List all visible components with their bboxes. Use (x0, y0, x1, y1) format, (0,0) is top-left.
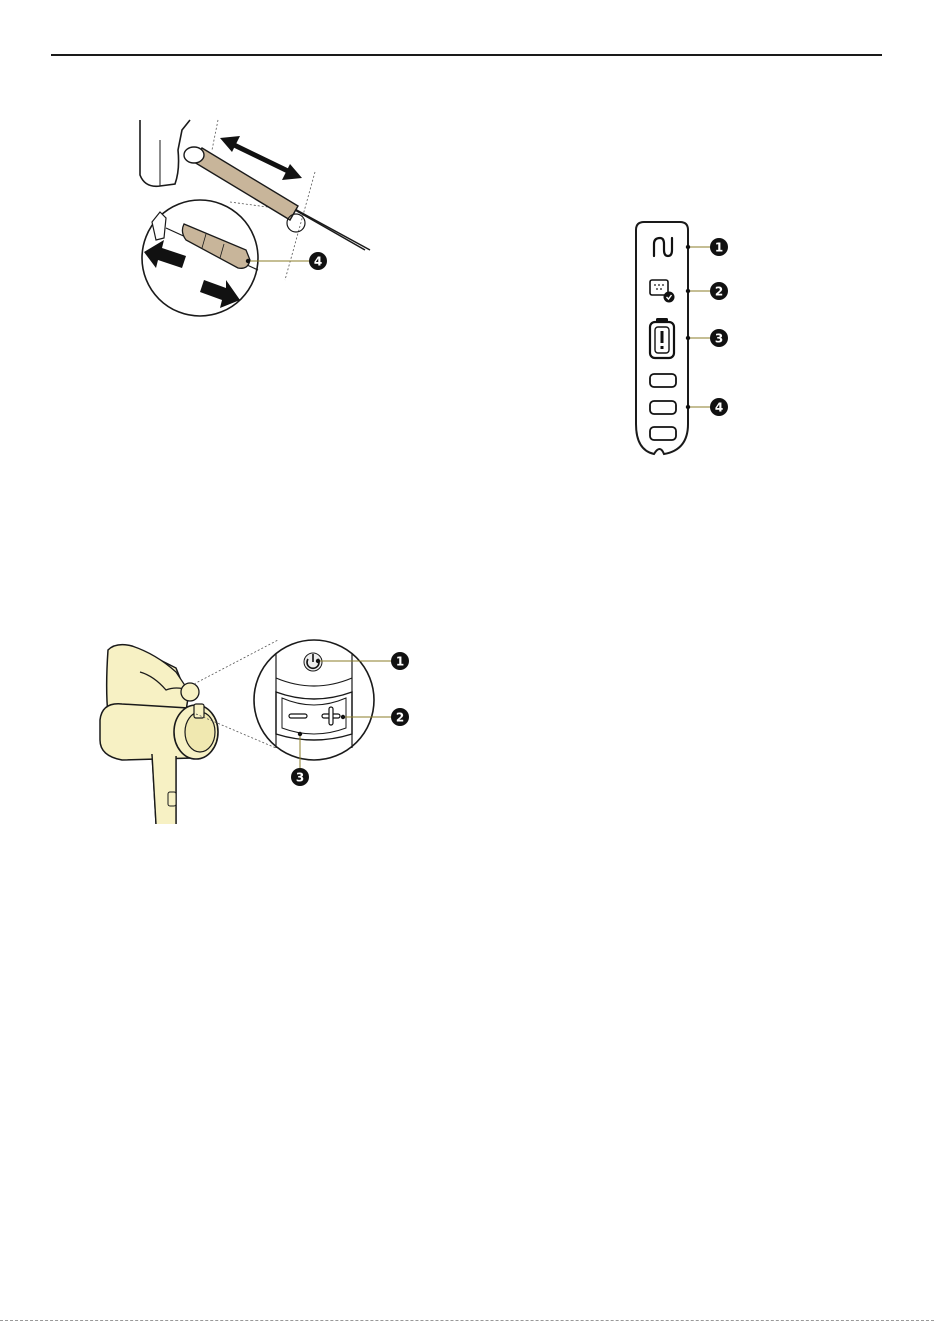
svg-text:1: 1 (715, 241, 723, 255)
svg-text:4: 4 (715, 401, 723, 415)
page-cut-edge (0, 1320, 934, 1321)
callout-badge: 2 (391, 708, 409, 726)
minus-icon (289, 714, 307, 718)
callout-badge: 4 (309, 252, 327, 270)
callout-badge: 2 (710, 282, 728, 300)
callout-badge: 4 (710, 398, 728, 416)
callout-badge: 1 (391, 652, 409, 670)
svg-text:2: 2 (396, 711, 404, 725)
vacuum-body (100, 645, 218, 824)
callout-badge: 3 (291, 768, 309, 786)
callout-badge: 1 (710, 238, 728, 256)
svg-text:3: 3 (296, 771, 304, 785)
callout-badge: 3 (710, 329, 728, 347)
figure-tube-release: 4 (120, 110, 480, 330)
svg-text:2: 2 (715, 285, 723, 299)
svg-text:4: 4 (314, 255, 322, 269)
figure-indicator-panel: 1 2 3 4 (630, 218, 750, 464)
svg-text:3: 3 (715, 332, 723, 346)
figure-handle-controls: 1 2 3 (96, 628, 426, 828)
header-rule (51, 54, 882, 56)
svg-text:1: 1 (396, 655, 404, 669)
